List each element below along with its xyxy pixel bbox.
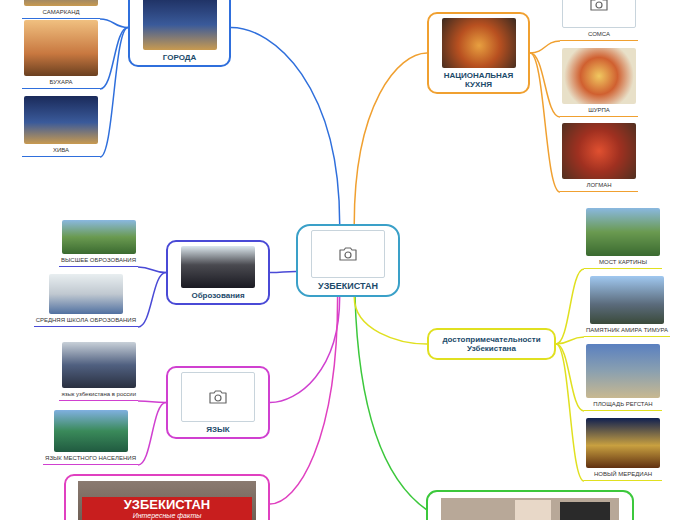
branch-connector [138,401,166,403]
photo [586,418,660,468]
topic-box: достопримечательности Узбекистана [427,328,556,360]
photo-detail [560,502,610,520]
camera-icon [338,246,358,262]
branch-connector [530,53,560,192]
image-placeholder [311,230,385,278]
image-leaf: ШУРПА [560,48,638,117]
image-leaf: ЯЗЫК МЕСТНОГО НАСЕЛЕНИЯ [43,410,138,465]
image-box [427,491,633,520]
branch-connector [138,267,166,273]
video-box: УЗБЕКИСТАНИнтересные факты [64,474,270,520]
image-leaf: ВЫСШЕЕ ОБРОЗОВАНИЯ [59,220,138,267]
node-label: НОВЫЙ МЕРЕДИАН [594,470,652,478]
branch-connector [556,344,584,481]
node-label: ГОРОДА [134,53,225,62]
node-label: ЛОГМАН [586,181,611,189]
node-label: БУХАРА [49,78,72,86]
photo [49,274,123,314]
photo [562,123,636,179]
node-label: СРЕДНЯЯ ШКОЛА ОБРОЗОВАНИЯ [36,316,136,324]
photo [586,344,660,398]
node-label: МОСТ КАРТИНЫ [599,258,647,266]
photo-detail [515,500,551,520]
photo [590,276,664,324]
image-leaf: ПЛОЩАДЬ РЕГСТАН [584,344,662,411]
node-label: Оброзования [172,291,264,300]
branch-connector [270,297,338,504]
topic-box: Оброзования [166,240,270,305]
node-label: ПЛОЩАДЬ РЕГСТАН [593,400,652,408]
branch-connector [138,273,166,328]
branch-connector [354,53,427,224]
photo [54,410,128,452]
image-leaf: СОМСА [560,0,638,41]
topic-box: НАЦИОНАЛЬНАЯ КУХНЯ [427,12,530,94]
branch-connector [530,53,560,117]
branch-connector [231,28,340,225]
image-leaf: НОВЫЙ МЕРЕДИАН [584,418,662,481]
photo [562,48,636,104]
branch-connector [556,337,584,344]
node-label: ХИВА [53,146,69,154]
photo [24,20,98,76]
image-leaf: ХИВА [22,96,100,157]
image-leaf: БУХАРА [22,20,100,89]
branch-connector [556,269,584,344]
image-leaf: СРЕДНЯЯ ШКОЛА ОБРОЗОВАНИЯ [34,274,138,327]
topic-box: ЯЗЫК [166,366,270,439]
photo [143,0,217,50]
image-leaf: язык узбекистана в россии [59,342,138,401]
branch-connector [138,403,166,466]
camera-icon [208,389,228,405]
node-label: ВЫСШЕЕ ОБРОЗОВАНИЯ [61,256,136,264]
photo [586,208,660,256]
branch-connector [100,19,128,28]
node-label: достопримечательности Узбекистана [435,335,548,353]
photo [24,96,98,144]
photo [62,342,136,388]
node-label: язык узбекистана в россии [61,390,136,398]
photo [24,0,98,6]
video-thumbnail: УЗБЕКИСТАНИнтересные факты [78,481,256,520]
image-leaf: ЛОГМАН [560,123,638,192]
central-topic: УЗБЕКИСТАН [296,224,400,297]
branch-connector [100,28,128,158]
branch-line [355,296,430,512]
image-placeholder [181,372,255,422]
topic-box: ГОРОДА [128,0,231,67]
branch-connector [270,297,340,403]
branch-connector [556,344,584,411]
branch-connector [270,271,296,272]
node-label: Интересные факты [86,512,248,520]
node-label: ШУРПА [588,106,610,114]
branch-connector [354,297,427,344]
node-label: СОМСА [588,30,610,38]
image-leaf: МОСТ КАРТИНЫ [584,208,662,269]
node-label: ЯЗЫК МЕСТНОГО НАСЕЛЕНИЯ [45,454,136,462]
image-placeholder [562,0,636,28]
image-leaf: САМАРКАНД [22,0,100,19]
node-label: УЗБЕКИСТАН [86,498,248,512]
image-leaf: ПАМЯТНИК АМИРА ТИМУРА [584,276,670,337]
node-label: НАЦИОНАЛЬНАЯ КУХНЯ [433,71,524,89]
photo [62,220,136,254]
branch-connector [100,28,128,90]
node-label: ЯЗЫК [172,425,264,434]
node-label: ПАМЯТНИК АМИРА ТИМУРА [586,326,668,334]
photo [442,18,516,68]
node-label: САМАРКАНД [42,8,79,16]
branch-connector [530,41,560,53]
node-label: УЗБЕКИСТАН [302,281,394,292]
camera-icon [589,0,609,12]
photo [181,246,255,288]
title-banner: УЗБЕКИСТАНИнтересные факты [82,497,252,520]
